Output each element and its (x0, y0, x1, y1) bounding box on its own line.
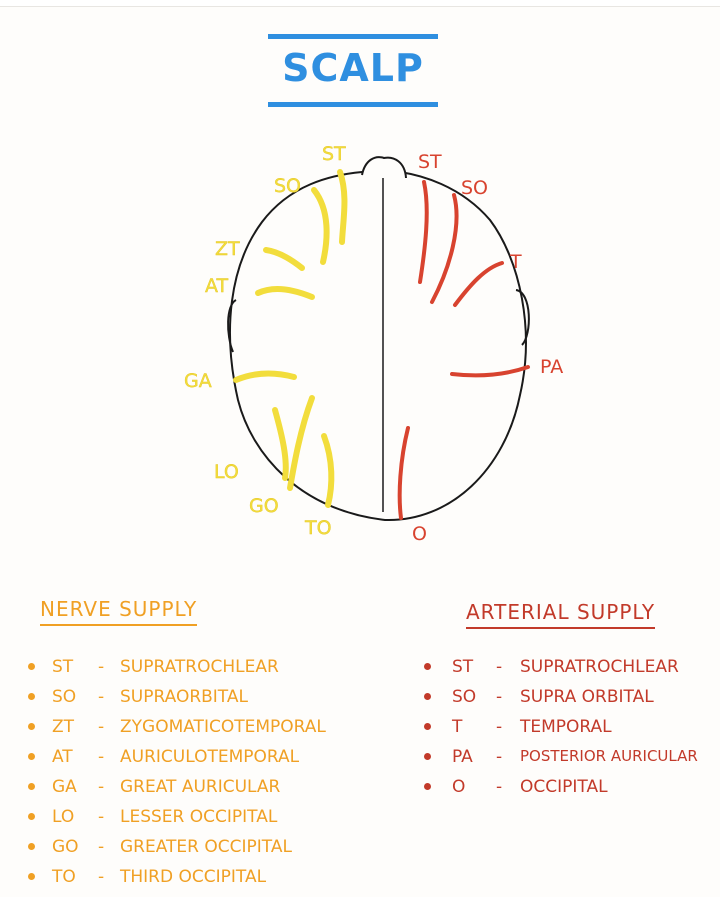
item-abbr: GA (52, 777, 77, 797)
bullet-icon (28, 843, 35, 850)
item-name: SUPRA ORBITAL (520, 687, 654, 707)
dash: - (496, 747, 503, 767)
bullet-icon (28, 753, 35, 760)
item-abbr: AT (52, 747, 73, 767)
artery-label-pa: PA (540, 356, 563, 378)
item-abbr: SO (52, 687, 77, 707)
item-name: SUPRAORBITAL (120, 687, 248, 707)
item-name: ZYGOMATICOTEMPORAL (120, 717, 326, 737)
item-name: THIRD OCCIPITAL (120, 867, 267, 887)
bullet-icon (28, 873, 35, 880)
nerve-label-ga: GA (184, 370, 212, 392)
dash: - (98, 687, 105, 707)
artery-occipital (397, 426, 410, 520)
nerve-supratrochlear (337, 169, 348, 245)
nerve-zygomaticotemporal (263, 247, 305, 271)
dash: - (496, 717, 503, 737)
item-abbr: T (452, 717, 463, 737)
item-abbr: ST (52, 657, 74, 677)
dash: - (98, 837, 105, 857)
nerve-supraorbital (311, 187, 330, 265)
bullet-icon (424, 663, 431, 670)
bullet-icon (28, 663, 35, 670)
dash: - (98, 807, 105, 827)
item-abbr: SO (452, 687, 477, 707)
dash: - (98, 777, 105, 797)
bullet-icon (28, 723, 35, 730)
item-abbr: ST (452, 657, 474, 677)
artery-temporal (453, 261, 504, 307)
right-ear-outline (515, 289, 530, 346)
nerve-labels: ST SO ZT AT GA LO GO TO (184, 143, 346, 539)
artery-label-o: O (412, 523, 427, 545)
artery-supratrochlear (418, 180, 429, 284)
nose-outline (361, 156, 407, 179)
nerve-label-so: SO (274, 175, 301, 197)
nerve-third-occipital (321, 433, 335, 508)
nerve-label-to: TO (304, 517, 332, 539)
item-abbr: ZT (52, 717, 75, 737)
item-abbr: TO (52, 867, 76, 887)
nerve-label-lo: LO (214, 461, 239, 483)
bullet-icon (424, 693, 431, 700)
nerve-lesser-occipital (272, 407, 289, 481)
item-abbr: GO (52, 837, 79, 857)
page-title: SCALP (282, 46, 424, 90)
nerve-label-at: AT (205, 275, 229, 297)
item-name: GREATER OCCIPITAL (120, 837, 292, 857)
item-name: TEMPORAL (520, 717, 612, 737)
artery-labels: ST SO T PA O (412, 151, 563, 545)
nerve-supply-heading: NERVE SUPPLY (40, 597, 198, 626)
dash: - (98, 867, 105, 887)
dash: - (98, 657, 105, 677)
nerve-great-auricular (233, 370, 297, 383)
item-name: GREAT AURICULAR (120, 777, 281, 797)
nerves (233, 169, 348, 508)
artery-posterior-auricular (450, 365, 530, 378)
bullet-icon (28, 813, 35, 820)
title-bottom-underline (268, 102, 438, 107)
nerve-label-go: GO (249, 495, 279, 517)
item-name: LESSER OCCIPITAL (120, 807, 278, 827)
bullet-icon (424, 783, 431, 790)
dash: - (98, 717, 105, 737)
item-name: AURICULOTEMPORAL (120, 747, 300, 767)
item-name: SUPRATROCHLEAR (120, 657, 279, 677)
item-abbr: PA (452, 747, 473, 767)
title-block: SCALP (268, 34, 438, 108)
bullet-icon (424, 753, 431, 760)
dash: - (496, 777, 503, 797)
nerve-label-zt: ZT (215, 238, 240, 260)
bullet-icon (28, 783, 35, 790)
item-abbr: LO (52, 807, 75, 827)
nerve-label-st: ST (322, 143, 346, 165)
item-name: SUPRATROCHLEAR (520, 657, 679, 677)
head-outline (229, 171, 527, 522)
item-name: POSTERIOR AURICULAR (520, 747, 698, 765)
item-abbr: O (452, 777, 466, 797)
arterial-supply-heading: ARTERIAL SUPPLY (466, 600, 656, 629)
nerve-greater-occipital (287, 395, 315, 491)
bullet-icon (424, 723, 431, 730)
title-top-underline (268, 34, 438, 39)
artery-label-so: SO (461, 177, 488, 199)
left-ear-outline (227, 299, 237, 353)
item-name: OCCIPITAL (520, 777, 608, 797)
arteries (397, 180, 530, 520)
artery-label-t: T (509, 251, 522, 273)
artery-supraorbital (430, 193, 459, 304)
nerve-auriculotemporal (255, 285, 315, 300)
dash: - (496, 657, 503, 677)
top-border (0, 0, 720, 7)
bullet-icon (28, 693, 35, 700)
dash: - (496, 687, 503, 707)
artery-label-st: ST (418, 151, 442, 173)
scalp-diagram: ST SO ZT AT GA LO GO TO ST SO T PA O (184, 143, 563, 545)
dash: - (98, 747, 105, 767)
